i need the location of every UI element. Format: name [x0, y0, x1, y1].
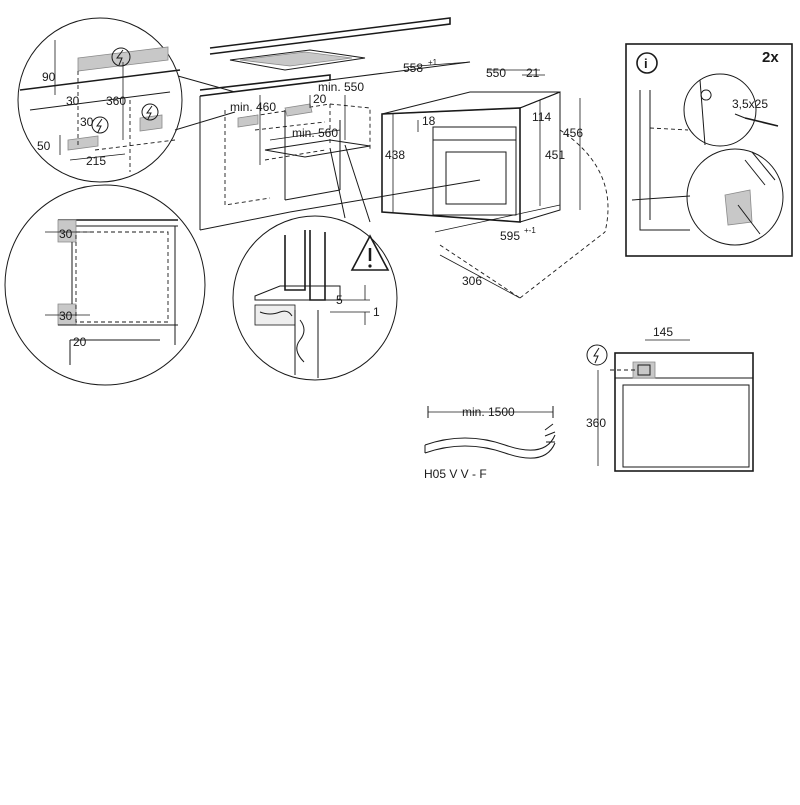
screw-fixing-info-box: [625, 43, 793, 257]
dim-550-label: 550: [486, 66, 506, 80]
dim-30-upper-label: 30: [59, 227, 73, 241]
oven-front-view: [597, 339, 754, 472]
kitchen-cabinet-scene: [199, 17, 481, 231]
dim-558-tolerance: +1: [428, 58, 438, 67]
dim-30-lower-label: 30: [59, 309, 73, 323]
dim-20-top-label: 20: [313, 92, 327, 106]
dim-1-label: 1: [373, 305, 380, 319]
min-560-label: min. 560: [292, 126, 338, 140]
dim-360-label: 360: [106, 94, 126, 108]
electric-hazard-icon: [586, 344, 608, 366]
detail-circle-top: [17, 17, 236, 183]
svg-text:i: i: [644, 56, 648, 71]
dim-90-label: 90: [42, 70, 56, 84]
electric-hazard-icon: [111, 47, 131, 67]
min-460-label: min. 460: [230, 100, 276, 114]
cable-type-label: H05 V V - F: [424, 467, 487, 481]
dim-20-side-label: 20: [73, 335, 87, 349]
screw-size-label: 3,5x25: [732, 97, 768, 111]
dim-50-label: 50: [37, 139, 51, 153]
oven-isometric: [381, 61, 609, 299]
dim-5-label: 5: [336, 293, 343, 307]
dim-595-label: 595: [500, 229, 520, 243]
dim-215-label: 215: [86, 154, 106, 168]
dim-30-label: 30: [80, 115, 94, 129]
dim-306-label: 306: [462, 274, 482, 288]
detail-circle-warning: [232, 144, 398, 381]
dim-558-label: 558: [403, 61, 423, 75]
dim-456-label: 456: [563, 126, 583, 140]
electric-hazard-icon: [141, 103, 159, 121]
dim-595-tolerance: +-1: [524, 226, 536, 235]
info-icon: i: [636, 52, 658, 74]
electric-hazard-icon: [91, 116, 109, 134]
min-1500-label: min. 1500: [462, 405, 515, 419]
warning-triangle-icon: [350, 234, 390, 271]
dim-114-label: 114: [532, 110, 551, 124]
dim-30-label: 30: [66, 94, 80, 108]
dim-438-label: 438: [385, 148, 405, 162]
dim-145-label: 145: [653, 325, 673, 339]
detail-circle-side: [4, 184, 206, 386]
min-550-label: min. 550: [318, 80, 364, 94]
dim-451-label: 451: [545, 148, 565, 162]
quantity-label: 2x: [762, 49, 779, 66]
dim-21-label: 21: [526, 66, 540, 80]
dim-360-front-label: 360: [586, 416, 606, 430]
dim-18-label: 18: [422, 114, 436, 128]
power-cable: [424, 406, 556, 459]
